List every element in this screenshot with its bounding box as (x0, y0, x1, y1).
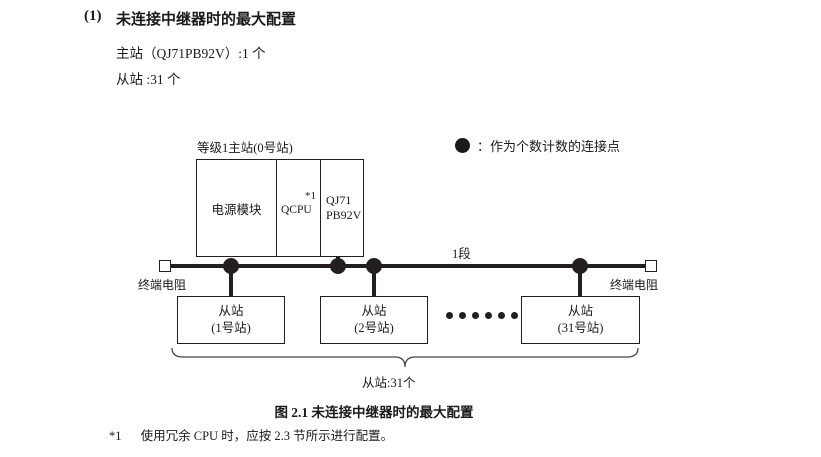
qj71pb92v-module-cell: QJ71 PB92V (321, 160, 363, 256)
slave-station-name-2: 从站 (361, 304, 387, 319)
ellipsis-dots-icon (446, 312, 518, 319)
connection-node-icon-slave1 (223, 258, 239, 274)
legend: ：作为个数计数的连接点 (455, 136, 620, 155)
legend-label: ：作为个数计数的连接点 (477, 139, 621, 154)
slave1-drop-line (229, 268, 233, 298)
slave-station-box-31: 从站 (31号站) (521, 296, 640, 344)
ellipsis-dot (446, 312, 453, 319)
power-supply-module-label: 电源模块 (211, 202, 262, 217)
ellipsis-dot (472, 312, 479, 319)
slave-station-number-2: (2号站) (354, 321, 394, 335)
connection-node-icon-slave2 (366, 258, 382, 274)
slave-count-label: 从站:31个 (362, 376, 416, 390)
segment-label: 1段 (452, 247, 471, 261)
slave-count-brace (170, 347, 640, 370)
slave31-drop-line (578, 268, 582, 298)
ellipsis-dot (459, 312, 466, 319)
power-supply-module-cell: 电源模块 (197, 160, 277, 256)
figure-caption: 图 2.1 未连接中继器时的最大配置 (274, 405, 474, 420)
profibus-trunk-line (164, 264, 650, 268)
connection-node-icon-slave31 (572, 258, 588, 274)
heading-number: (1) (84, 8, 102, 24)
connection-node-icon-master (330, 258, 346, 274)
slave-station-box-1: 从站 (1号站) (177, 296, 285, 344)
spec-slave-count: 从站 :31 个 (116, 72, 181, 87)
slave-station-number-1: (1号站) (211, 321, 251, 335)
footnote-marker: *1 (109, 429, 122, 443)
footnote-text: 使用冗余 CPU 时，应按 2.3 节所示进行配置。 (140, 429, 394, 443)
terminating-resistor-label-left: 终端电阻 (138, 278, 187, 292)
master-station-module-rack: 电源模块 QCPU *1 QJ71 PB92V (196, 159, 364, 257)
terminating-resistor-icon-right (645, 260, 657, 272)
page-title: 未连接中继器时的最大配置 (116, 12, 297, 28)
terminating-resistor-label-right: 终端电阻 (610, 278, 659, 292)
slave-station-number-31: (31号站) (557, 321, 604, 335)
qcpu-footnote-marker: *1 (305, 190, 316, 202)
slave-station-name-31: 从站 (567, 304, 593, 319)
terminating-resistor-icon-left (159, 260, 171, 272)
slave2-drop-line (372, 268, 376, 298)
ellipsis-dot (511, 312, 518, 319)
spec-master-count: 主站（QJ71PB92V）:1 个 (116, 46, 266, 61)
slave-station-box-2: 从站 (2号站) (320, 296, 428, 344)
qcpu-module-label: QCPU (281, 204, 312, 216)
qj71pb92v-label-line2: PB92V (326, 208, 362, 222)
qj71pb92v-module-label: QJ71 PB92V (326, 193, 361, 222)
footnote: *1 使用冗余 CPU 时，应按 2.3 节所示进行配置。 (109, 425, 393, 444)
ellipsis-dot (498, 312, 505, 319)
slave-station-name-1: 从站 (218, 304, 244, 319)
qcpu-module-cell: QCPU *1 (277, 160, 321, 256)
ellipsis-dot (485, 312, 492, 319)
brace-icon (171, 347, 639, 368)
master-station-title: 等级1主站(0号站) (197, 141, 293, 155)
filled-circle-icon (455, 138, 470, 153)
qj71pb92v-label-line1: QJ71 (326, 193, 352, 208)
